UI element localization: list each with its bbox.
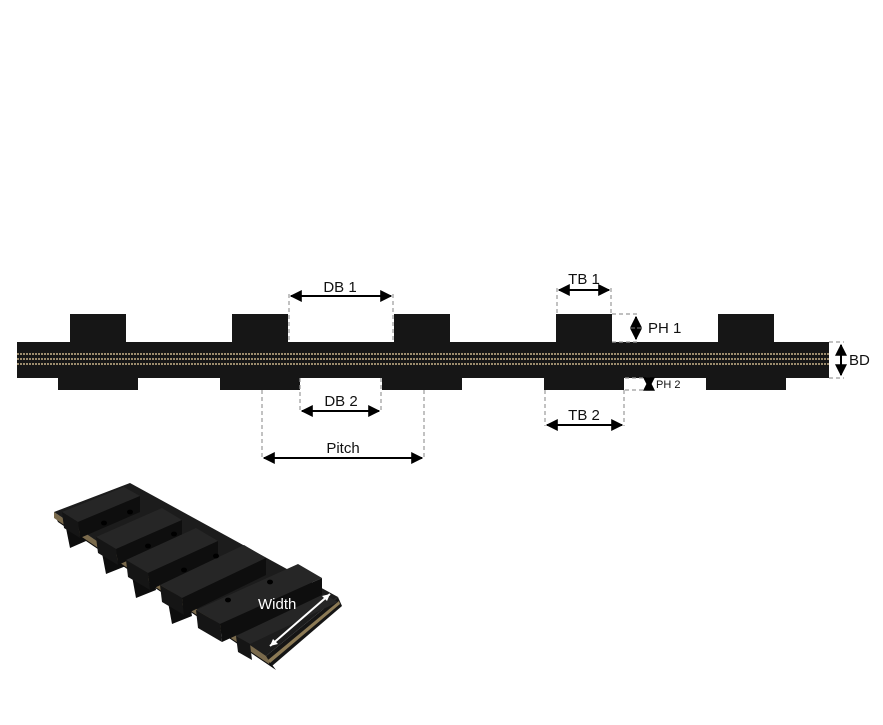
top-profile-3d-front <box>236 636 252 660</box>
top-profile-3d-front <box>96 537 118 565</box>
top-profile-3d <box>126 528 218 573</box>
top-profile-3d-side <box>182 558 266 615</box>
top-profile-3d-front <box>196 610 222 642</box>
pitch-label: Pitch <box>326 440 359 457</box>
width-arrow <box>269 593 331 647</box>
bottom-profile <box>382 376 462 390</box>
width-arrow-head <box>270 639 278 646</box>
hole <box>101 520 107 526</box>
guide-lines <box>261 288 844 460</box>
top-profile <box>718 314 774 344</box>
top-profile-3d-front <box>62 512 80 538</box>
tb1-label: TB 1 <box>568 271 600 288</box>
top-profile-3d-front <box>126 560 150 590</box>
ph2-label: PH 2 <box>656 379 680 391</box>
bd-label: BD <box>849 352 870 369</box>
top-profile-3d <box>196 564 322 624</box>
hole <box>225 597 231 603</box>
top-profile-3d <box>62 487 140 522</box>
top-profile-3d <box>236 594 338 644</box>
hole <box>267 579 273 585</box>
hole <box>127 509 133 515</box>
belt-3d-illustration: Width <box>54 483 342 670</box>
hole <box>171 531 177 537</box>
hole <box>181 567 187 573</box>
top-profile <box>70 314 126 344</box>
top-profile <box>556 314 612 344</box>
bottom-profile <box>706 376 786 390</box>
top-profile-3d-side <box>78 496 140 538</box>
bottom-profile <box>220 376 300 390</box>
ph1-label: PH 1 <box>648 320 681 337</box>
bottom-profile <box>544 376 624 390</box>
bottom-profile <box>58 376 138 390</box>
dimension-arrows <box>262 284 847 464</box>
top-profile <box>394 314 450 344</box>
top-profile-3d-front <box>160 585 184 615</box>
top-profile-3d <box>96 508 182 549</box>
width-arrow-head <box>322 594 330 601</box>
belt-body <box>17 342 829 378</box>
top-profile-3d <box>160 545 266 598</box>
dimension-labels: DB 1 TB 1 PH 1 BD PH 2 DB 2 TB 2 Pitch <box>323 271 870 457</box>
hole <box>213 553 219 559</box>
hole <box>145 543 151 549</box>
tb2-label: TB 2 <box>568 407 600 424</box>
top-profile-3d-side <box>220 578 322 642</box>
belt-cord-end <box>268 601 340 663</box>
db2-label: DB 2 <box>324 393 357 410</box>
belt-profile <box>17 314 829 390</box>
width-label: Width <box>258 596 296 613</box>
db1-label: DB 1 <box>323 279 356 296</box>
top-profile-3d-side <box>116 520 182 565</box>
top-profile-3d-side <box>148 541 218 590</box>
top-profile <box>232 314 288 344</box>
